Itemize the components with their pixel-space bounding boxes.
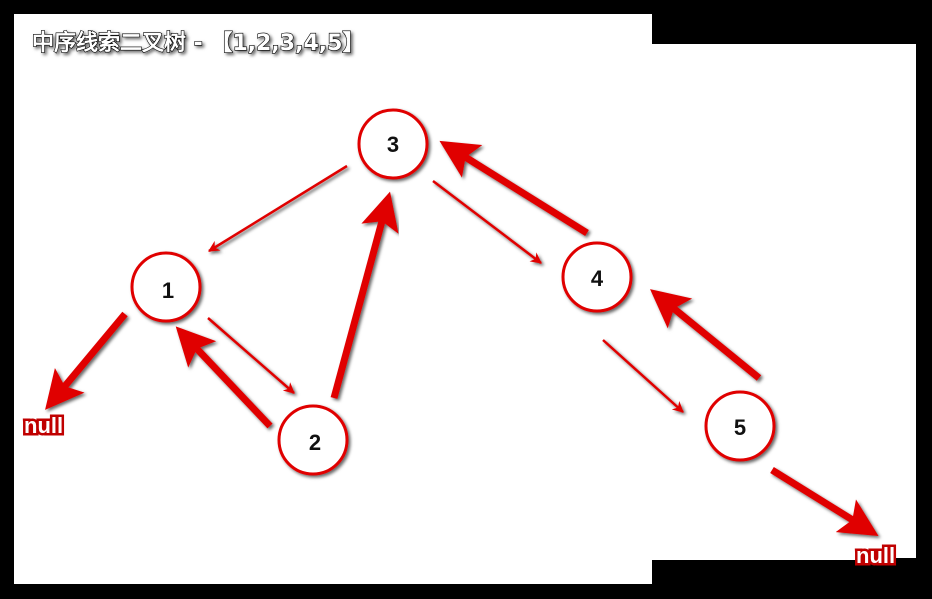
arrow-4-to-5 [602,339,684,413]
thread-5-to-null [770,467,879,537]
node-label: 1 [162,278,174,303]
arrow-3-to-4 [432,180,542,264]
arrow-1-to-2 [207,317,295,394]
node-label: 2 [309,430,321,455]
tree-node-2: 2 [277,404,349,476]
tree-node-1: 1 [130,251,202,323]
title-banner [14,14,440,60]
tree-node-5: 5 [704,390,776,462]
tree-node-4: 4 [561,241,633,313]
thread-links [45,140,879,537]
null-label-right: null [856,543,895,568]
node-label: 4 [591,266,604,291]
canvas-background [14,14,916,584]
thread-1-to-null [45,311,128,410]
thread-4-to-3 [439,140,589,236]
node-label: 3 [387,132,399,157]
diagram-title: 中序线索二叉树 - 【1,2,3,4,5】 [32,30,364,56]
arrow-3-to-1 [208,164,348,253]
thread-2-to-3 [330,191,399,399]
null-label-left: null [24,413,63,438]
thread-5-to-4 [650,289,762,381]
node-label: 5 [734,415,746,440]
child-links [207,164,684,413]
thread-2-to-1 [175,326,273,429]
tree-node-3: 3 [357,108,429,180]
